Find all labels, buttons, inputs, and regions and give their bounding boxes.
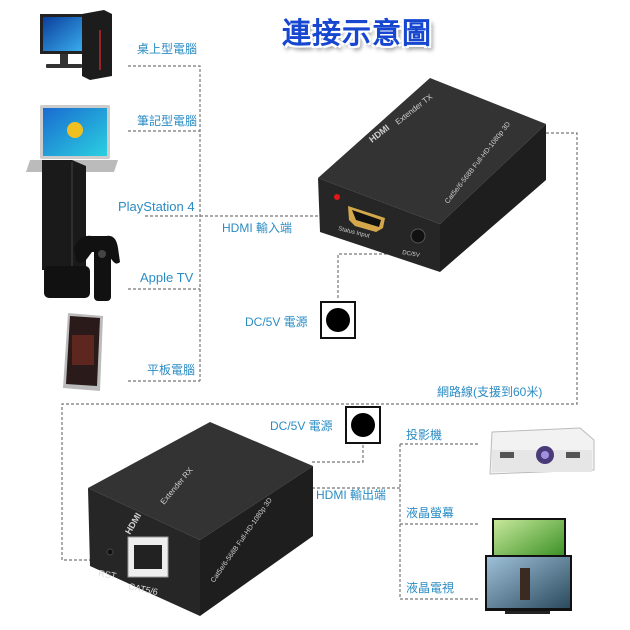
tx-power-jack-icon	[320, 301, 356, 339]
source-label-ps4: PlayStation 4	[118, 199, 195, 214]
media-box-icon	[44, 241, 111, 301]
hdmi-output-label: HDMI 輸出端	[316, 488, 386, 502]
cable-label: 網路線(支援到60米)	[437, 385, 543, 399]
source-label-desktop: 桌上型電腦	[137, 42, 198, 56]
tv-icon	[485, 555, 572, 614]
rx-power-jack-icon	[345, 406, 381, 444]
laptop-icon	[26, 105, 118, 172]
source-label-appletv: Apple TV	[140, 270, 194, 285]
source-bus-line	[128, 65, 330, 382]
display-label-tv: 液晶電視	[406, 581, 455, 595]
dc-jack	[410, 228, 426, 244]
projector-icon	[489, 427, 595, 475]
reset-button	[106, 548, 114, 556]
source-label-laptop: 筆記型電腦	[137, 114, 198, 128]
source-label-tablet: 平板電腦	[147, 363, 196, 377]
connection-lines	[61, 65, 578, 600]
page-title: 連接示意圖	[282, 16, 433, 50]
display-label-projector: 投影機	[406, 428, 443, 442]
hdmi-input-label: HDMI 輸入端	[222, 221, 292, 235]
rx-power-label: DC/5V 電源	[270, 419, 333, 433]
display-label-monitor: 液晶螢幕	[406, 506, 455, 520]
display-bus-line	[312, 443, 480, 600]
tx-dc-label: DC/5V	[402, 250, 420, 259]
tx-power-label: DC/5V 電源	[245, 315, 308, 329]
tx-power-line	[337, 253, 392, 300]
status-led	[334, 194, 340, 200]
tablet-icon	[63, 313, 103, 391]
rx-power-line	[312, 445, 364, 463]
network-cable-line	[61, 132, 578, 561]
receiver-device: HDMI Extender RX Cat5e/6-568B Full-HD-10…	[88, 422, 313, 616]
desktop-computer-icon	[40, 10, 112, 80]
transmitter-device: HDMI Extender TX Cat5e/6-568B Full-HD-10…	[318, 78, 546, 272]
rx-rst-label: RST	[98, 568, 118, 581]
